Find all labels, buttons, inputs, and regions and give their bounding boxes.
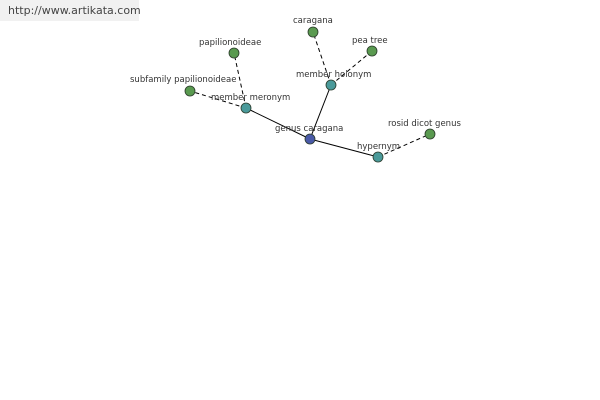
- nodes-layer: [184, 26, 436, 163]
- edge-meronym-subfamily: [189, 90, 247, 109]
- node-label-peatree[interactable]: pea tree: [352, 36, 388, 46]
- node-holonym[interactable]: [325, 79, 337, 91]
- node-label-rosid[interactable]: rosid dicot genus: [388, 119, 461, 129]
- edge-holonym-peatree: [330, 50, 373, 86]
- edge-holonym-caragana: [312, 31, 332, 86]
- node-center[interactable]: [304, 133, 316, 145]
- edge-center-hypernym: [309, 138, 379, 158]
- edge-center-meronym: [245, 107, 311, 140]
- node-label-caragana[interactable]: caragana: [293, 16, 333, 26]
- node-label-center[interactable]: genus caragana: [275, 124, 343, 134]
- node-rosid[interactable]: [424, 128, 436, 140]
- node-peatree[interactable]: [366, 45, 378, 57]
- node-papilionoideae[interactable]: [228, 47, 240, 59]
- node-subfamily[interactable]: [184, 85, 196, 97]
- edge-meronym-papilionoideae: [233, 52, 247, 109]
- edge-hypernym-rosid: [377, 133, 431, 158]
- node-caragana[interactable]: [307, 26, 319, 38]
- edges-layer: [189, 31, 431, 158]
- node-label-holonym[interactable]: member holonym: [296, 70, 371, 80]
- node-label-papilionoideae[interactable]: papilionoideae: [199, 38, 261, 48]
- node-hypernym[interactable]: [372, 151, 384, 163]
- node-label-meronym[interactable]: member meronym: [211, 93, 290, 103]
- edge-center-holonym: [309, 84, 332, 140]
- source-url[interactable]: http://www.artikata.com: [0, 0, 141, 21]
- node-label-hypernym[interactable]: hypernym: [357, 142, 400, 152]
- node-label-subfamily[interactable]: subfamily papilionoideae: [130, 75, 236, 85]
- node-meronym[interactable]: [240, 102, 252, 114]
- labels-layer: genus caragana member meronym member holon…: [130, 16, 461, 152]
